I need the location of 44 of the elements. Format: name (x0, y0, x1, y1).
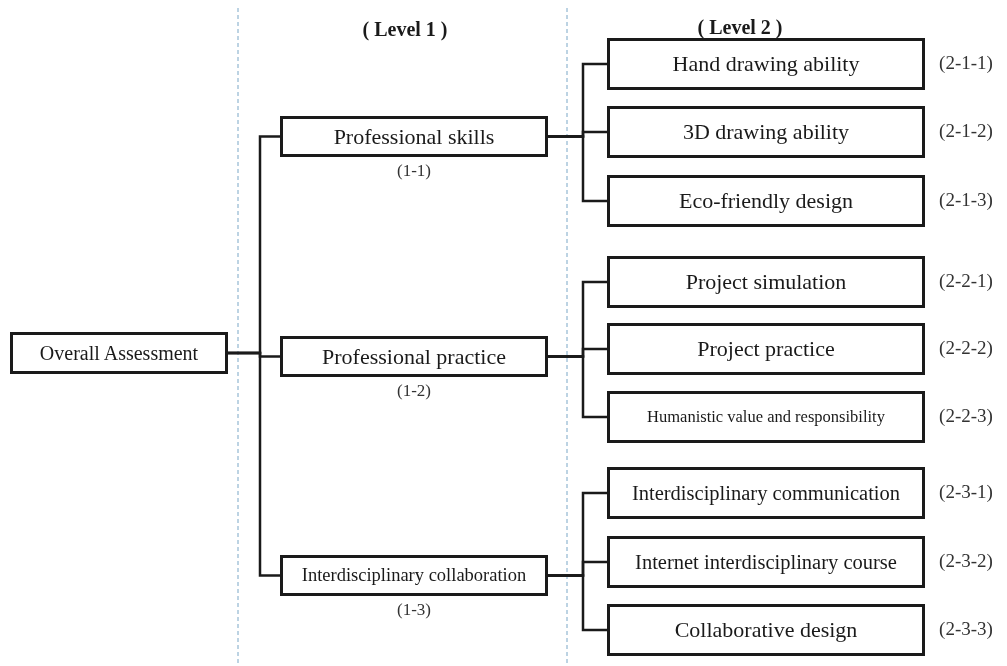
node-label: Professional skills (333, 123, 495, 150)
code-label: (1-1) (396, 161, 432, 181)
code-label: (2-1-1) (938, 52, 994, 74)
node-box (607, 38, 925, 90)
connector-line (228, 351, 280, 577)
node-box (280, 336, 548, 377)
node-label: Project simulation (685, 269, 847, 295)
node-label: Professional practice (322, 343, 506, 370)
node-box (280, 116, 548, 157)
code-label: (1-2) (396, 381, 432, 401)
node-label: 3D drawing ability (682, 119, 850, 145)
node-box (607, 604, 925, 656)
connector-line (548, 135, 607, 203)
node-box (607, 323, 925, 375)
node-box (607, 467, 925, 519)
code-label: (2-2-2) (938, 337, 994, 359)
node-label: Interdisciplinary communication (631, 481, 901, 505)
code-label: (2-3-3) (938, 618, 994, 640)
node-box (607, 175, 925, 227)
node-label: Interdisciplinary collaboration (301, 565, 527, 586)
level-heading: ( Level 1 ) (362, 18, 448, 41)
level-heading: ( Level 2 ) (697, 16, 783, 39)
node-label: Overall Assessment (39, 341, 199, 365)
node-label: Humanistic value and responsibility (647, 407, 885, 427)
code-label: (2-1-2) (938, 120, 994, 142)
node-label: Project practice (697, 336, 835, 362)
connector-line (548, 355, 607, 419)
node-box (280, 555, 548, 596)
node-box (607, 106, 925, 158)
code-label: (2-1-3) (938, 189, 994, 211)
code-label: (2-2-3) (938, 405, 994, 427)
code-label: (1-3) (396, 600, 432, 620)
node-label: Hand drawing ability (672, 51, 860, 77)
node-box (607, 391, 925, 443)
node-box (607, 256, 925, 308)
node-box (10, 332, 228, 374)
node-label: Internet interdisciplinary course (635, 550, 897, 574)
code-label: (2-2-1) (938, 270, 994, 292)
node-label: Collaborative design (674, 617, 858, 643)
node-label: Eco-friendly design (678, 188, 854, 214)
code-label: (2-3-1) (938, 481, 994, 503)
code-label: (2-3-2) (938, 550, 994, 572)
node-box (607, 536, 925, 588)
connector-line (548, 574, 607, 632)
